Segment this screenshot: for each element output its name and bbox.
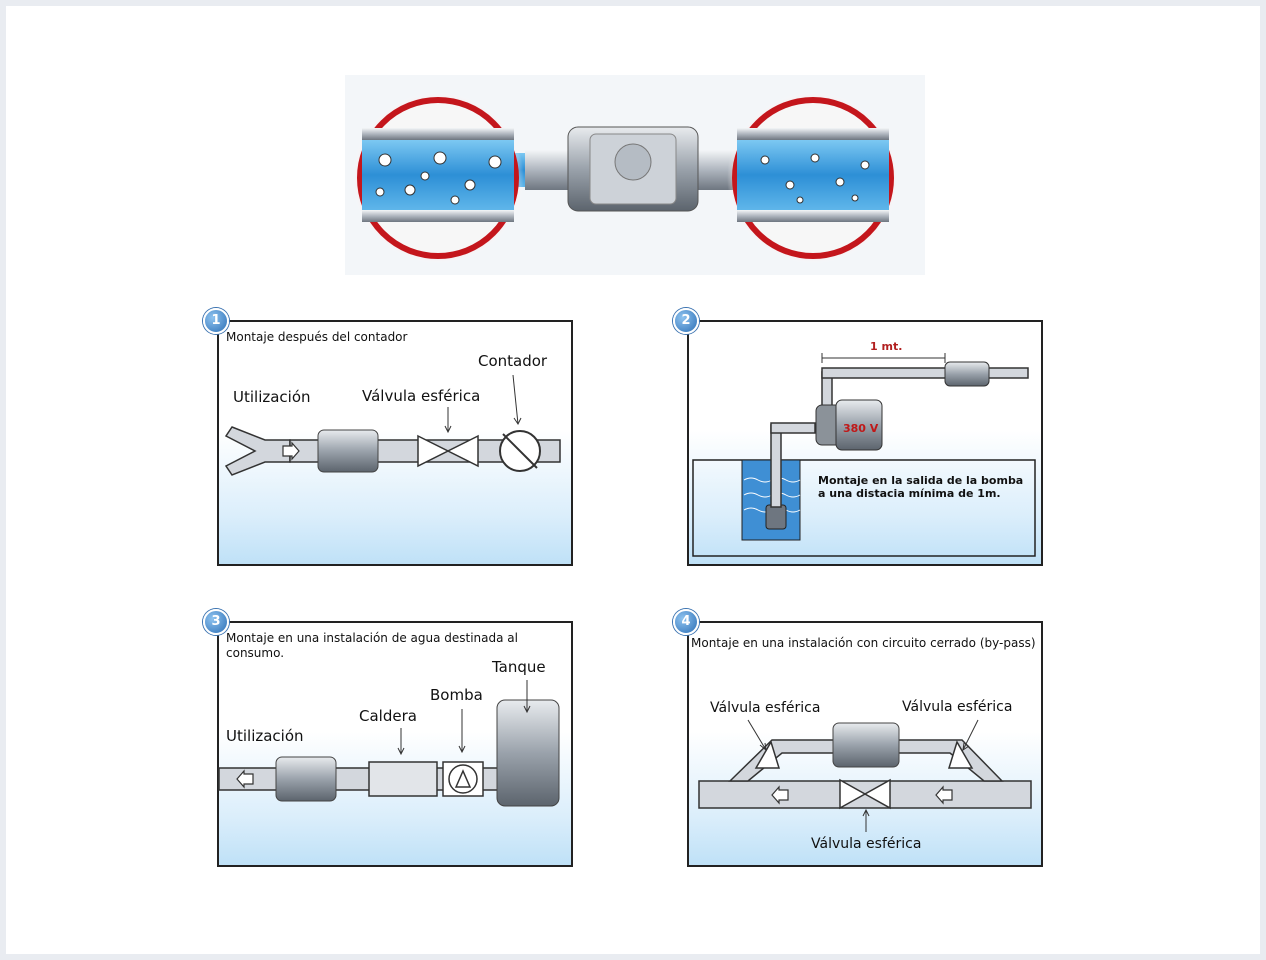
panel-3-pump: [442, 761, 484, 797]
panel-2-number-badge: 2: [673, 308, 699, 334]
panel-3-boiler: [368, 761, 438, 797]
panel-1-title: Montaje después del contador: [226, 330, 408, 344]
panel-2-note-line-2: a una distacia mínima de 1m.: [818, 487, 1001, 500]
label-contador: Contador: [478, 352, 548, 370]
panel-2-distance-label: 1 mt.: [870, 340, 903, 353]
panel-1-filter: [317, 429, 379, 473]
panel-4-filter: [832, 722, 900, 768]
panel-1-meter: [499, 430, 541, 472]
label-utilizacion: Utilización: [233, 388, 311, 406]
panel-2-note-line-1: Montaje en la salida de la bomba: [818, 474, 1024, 487]
panel-3-title-line-1: Montaje en una instalación de agua desti…: [226, 631, 518, 645]
panel-2-filter: [944, 361, 990, 387]
panel-3-tank: [496, 699, 560, 807]
panel-2-voltage-label: 380 V: [843, 422, 879, 435]
label-valvula-esferica-left: Válvula esférica: [710, 700, 821, 716]
panel-4-title: Montaje en una instalación con circuito …: [691, 636, 1036, 650]
panel-3-number-badge: 3: [203, 609, 229, 635]
label-utilizacion: Utilización: [226, 727, 304, 745]
label-valvula-esferica-right: Válvula esférica: [902, 699, 1013, 715]
label-caldera: Caldera: [359, 707, 417, 725]
panel-4-number-badge: 4: [673, 609, 699, 635]
panel-1-number-badge: 1: [203, 308, 229, 334]
panel-1-ball-valve: [417, 434, 479, 468]
panel-3-filter: [275, 756, 337, 802]
label-tanque: Tanque: [492, 658, 546, 676]
label-valvula-esferica-bottom: Válvula esférica: [811, 836, 922, 852]
panel-4-bypass-valve: [839, 778, 891, 810]
label-bomba: Bomba: [430, 686, 483, 704]
panel-3-title-line-2: consumo.: [226, 646, 285, 660]
label-valvula-esferica: Válvula esférica: [362, 387, 481, 405]
